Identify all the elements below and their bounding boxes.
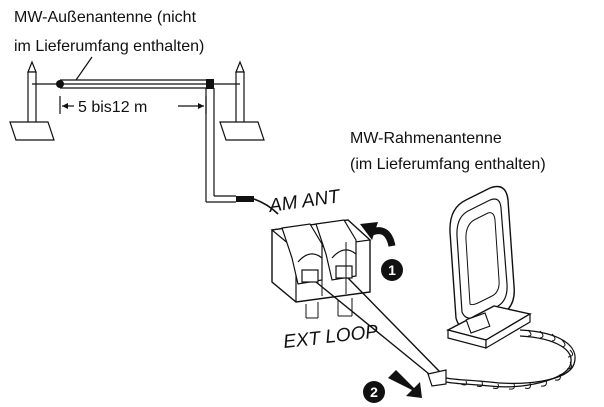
ext-loop-bracket: EXT LOOP: [282, 298, 379, 353]
step-2-number: 2: [370, 384, 378, 400]
lever-lift-arrow: [370, 227, 396, 247]
right-antenna-post: [219, 60, 265, 141]
loop-label: LOOP: [324, 322, 379, 348]
step-1-badge: 1: [381, 259, 403, 281]
ext-label: EXT: [282, 328, 322, 353]
terminal-title: AM ANT: [267, 186, 343, 217]
outdoor-feed-wire: [253, 198, 279, 215]
left-antenna-post: [9, 60, 55, 141]
loop-antenna-label-line2: (im Lieferumfang enthalten): [350, 156, 546, 173]
loop-antenna-label-line1: MW-Rahmenantenne: [350, 130, 502, 147]
step-1-number: 1: [388, 262, 396, 278]
loop-antenna: [446, 185, 532, 350]
distance-dimension: 5 bis12 m: [59, 96, 207, 116]
lever-lift-arrowhead: [360, 222, 378, 240]
loop-antenna-lead-wires: [315, 277, 447, 387]
step-2-badge: 2: [363, 381, 385, 403]
distance-label: 5 bis12 m: [78, 99, 147, 116]
outdoor-antenna-label-line1: MW-Außenantenne (nicht: [14, 9, 197, 26]
outdoor-antenna-wire: [32, 79, 254, 203]
insert-arrow: [388, 370, 422, 398]
am-antenna-terminal-block: AM ANT: [267, 186, 372, 303]
outdoor-antenna-label-line2: im Lieferumfang enthalten): [14, 38, 204, 55]
outdoor-antenna-leader-line: [75, 56, 93, 81]
loop-antenna-twisted-lead: [445, 329, 576, 390]
